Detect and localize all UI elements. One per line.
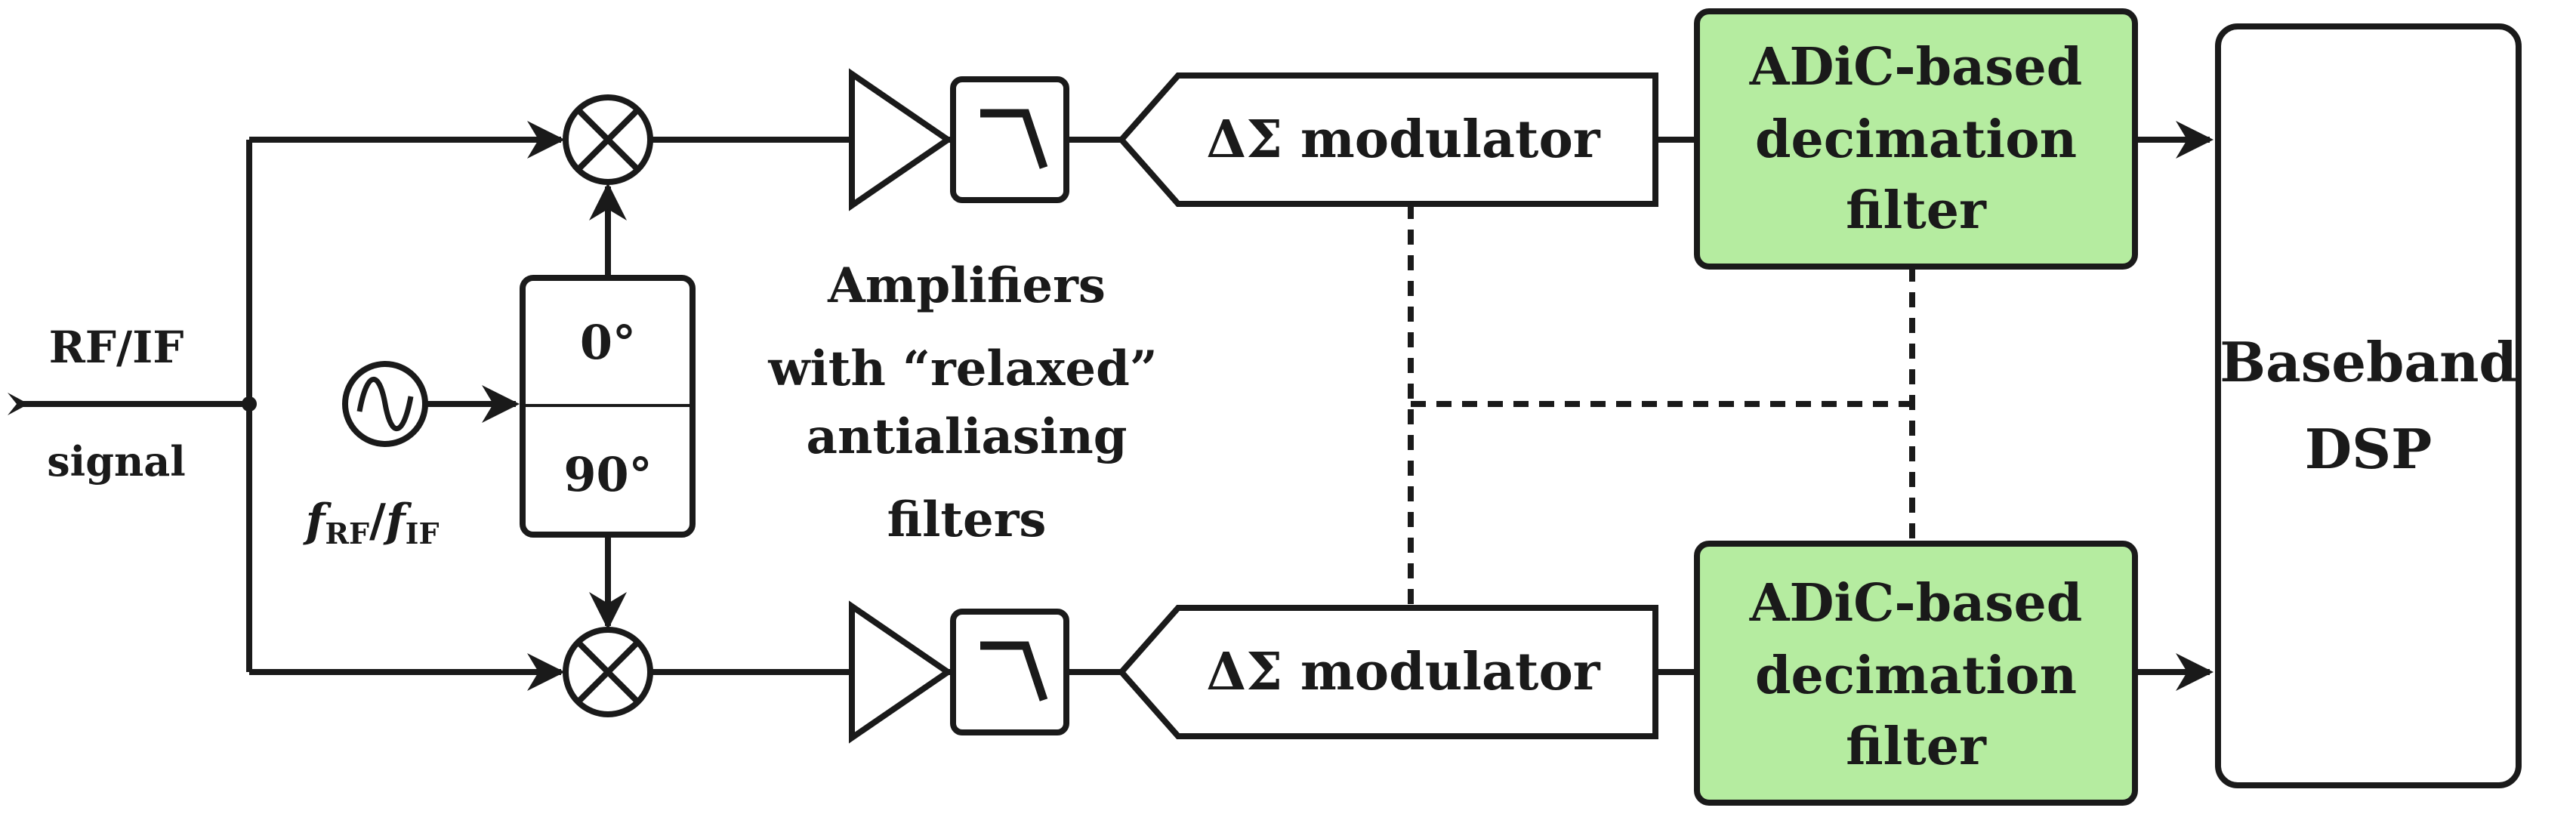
dsp-label-line-2: DSP <box>2305 417 2433 481</box>
upper-modulator-label: ΔΣ modulator <box>1206 109 1600 170</box>
dsp-label-line-1: Baseband <box>2220 330 2517 394</box>
upper-lowpass-filter <box>950 76 1069 203</box>
amplifier-caption-line-3: antialiasing <box>806 409 1127 465</box>
input-label-top: RF/IF <box>49 322 184 373</box>
lower-decimation-line-2: decimation <box>1755 646 2077 706</box>
dashed-control-lines <box>1408 204 1915 608</box>
input-arrow-icon <box>8 393 29 415</box>
lower-decimation-line-3: filter <box>1846 717 1987 777</box>
local-oscillator <box>342 361 428 447</box>
amplifier-caption-line-1: Amplifiers <box>827 257 1106 314</box>
oscillator-frequency-label: fRF/fIF <box>303 495 440 550</box>
lower-lowpass-filter <box>950 609 1069 735</box>
lowpass-icon <box>980 109 1048 169</box>
baseband-dsp-box <box>2215 23 2522 788</box>
input-line <box>8 140 257 672</box>
upper-decimation-line-1: ADiC-based <box>1749 37 2083 97</box>
lower-mixer <box>563 627 653 717</box>
phase-90-label: 90° <box>563 447 652 502</box>
upper-mixer <box>563 94 653 185</box>
lower-amplifier-icon <box>849 600 954 744</box>
amplifier-caption-line-2: with “relaxed” <box>767 341 1157 397</box>
upper-amplifier-icon <box>849 68 954 211</box>
lower-modulator-label: ΔΣ modulator <box>1206 642 1600 702</box>
upper-decimation-line-3: filter <box>1846 180 1987 241</box>
amplifier-caption-line-4: filters <box>887 492 1047 548</box>
input-label-bottom: signal <box>47 437 185 486</box>
sine-wave-icon <box>356 376 414 432</box>
lowpass-icon <box>980 641 1048 701</box>
phase-0-label: 0° <box>580 315 636 370</box>
upper-decimation-line-2: decimation <box>1755 109 2077 170</box>
lower-decimation-line-1: ADiC-based <box>1749 573 2083 634</box>
